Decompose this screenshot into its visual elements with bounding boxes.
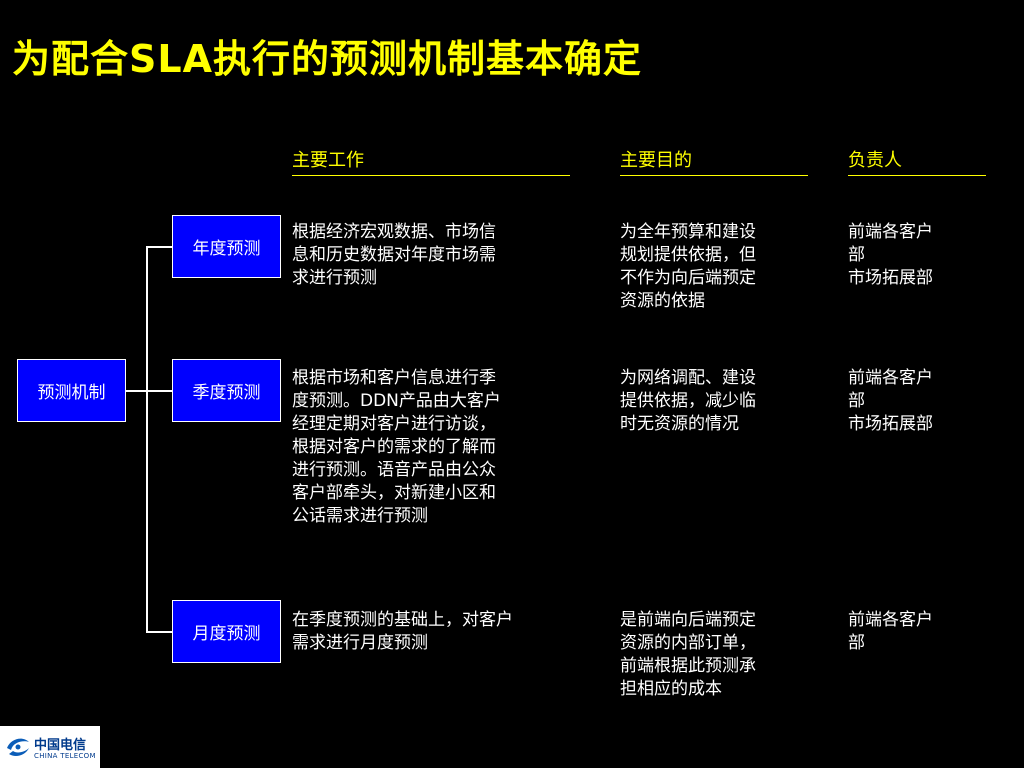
connector-annual [146, 246, 172, 248]
quarterly-owner: 前端各客户部市场拓展部 [848, 368, 933, 434]
annual-work: 根据经济宏观数据、市场信息和历史数据对年度市场需求进行预测 [292, 222, 496, 288]
root-box: 预测机制 [17, 359, 126, 422]
annual-owner: 前端各客户部市场拓展部 [848, 222, 933, 288]
connector-monthly [146, 631, 172, 633]
china-telecom-logo: 中国电信 CHINA TELECOM [0, 726, 100, 768]
connector-root [125, 390, 147, 392]
page-title: 为配合SLA执行的预测机制基本确定 [12, 37, 642, 81]
telecom-swirl-icon [7, 738, 29, 756]
annual-purpose: 为全年预算和建设规划提供依据，但不作为向后端预定资源的依据 [620, 222, 756, 311]
connector-quarterly [146, 390, 172, 392]
header-work: 主要工作 [292, 146, 570, 176]
quarterly-work: 根据市场和客户信息进行季度预测。DDN产品由大客户经理定期对客户进行访谈，根据对… [292, 368, 501, 526]
quarterly-purpose: 为网络调配、建设提供依据，减少临时无资源的情况 [620, 368, 756, 434]
logo-name: 中国电信 [34, 738, 87, 753]
monthly-owner: 前端各客户部 [848, 610, 933, 653]
header-owner: 负责人 [848, 146, 986, 176]
connector-trunk [146, 246, 148, 632]
monthly-work: 在季度预测的基础上，对客户需求进行月度预测 [292, 610, 513, 653]
monthly-forecast-box: 月度预测 [172, 600, 281, 663]
annual-forecast-box: 年度预测 [172, 215, 281, 278]
header-purpose: 主要目的 [620, 146, 808, 176]
logo-subtitle: CHINA TELECOM [34, 752, 96, 760]
monthly-purpose: 是前端向后端预定资源的内部订单，前端根据此预测承担相应的成本 [620, 610, 756, 699]
quarterly-forecast-box: 季度预测 [172, 359, 281, 422]
